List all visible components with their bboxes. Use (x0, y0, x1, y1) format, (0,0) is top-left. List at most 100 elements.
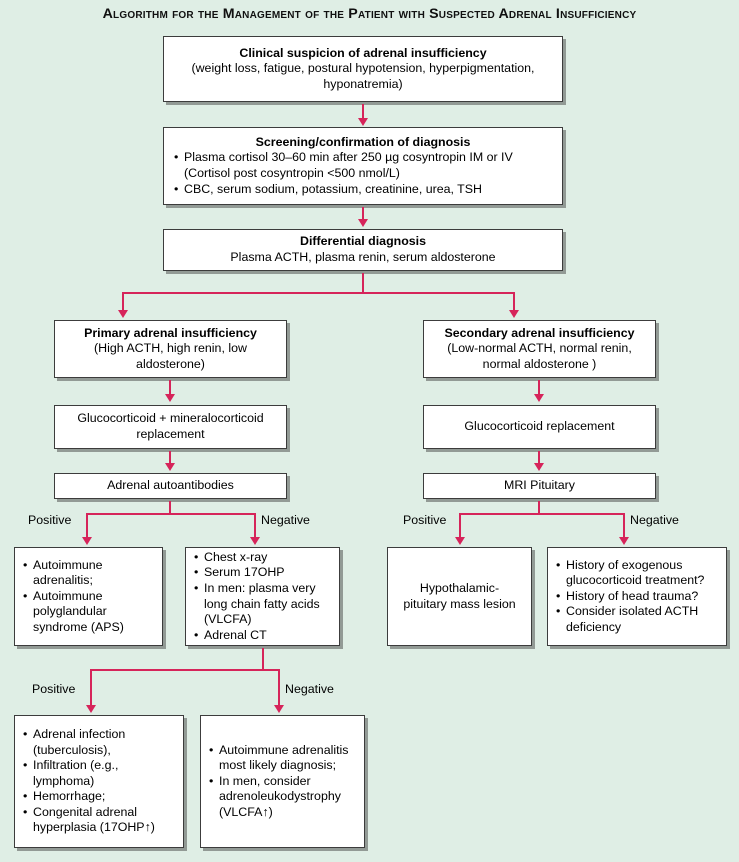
clinical-suspicion-line3: hyponatremia) (323, 76, 403, 91)
list-item: Hemorrhage; (23, 789, 175, 805)
adrenal-infection-bullet-3: Hemorrhage; (33, 789, 106, 804)
primary-ai-heading: Primary adrenal insufficiency (84, 325, 257, 340)
adrenal-infection-bullet-1: Adrenal infection (tuberculosis), (33, 726, 126, 757)
chest-xray-bullet-2: Serum 17OHP (204, 565, 285, 580)
arrowhead-autoantibodies-positive (82, 537, 92, 545)
primary-ai-line2: (High ACTH, high renin, low (94, 341, 247, 356)
exogenous-bullet-2: History of head trauma? (566, 588, 699, 603)
arrowhead-primary-ai (118, 310, 128, 318)
node-autoimmune-adrenalitis-aps: Autoimmune adrenalitis; Autoimmune polyg… (14, 547, 163, 646)
list-item: Serum 17OHP (194, 565, 331, 581)
adrenal-infection-bullet-2: Infiltration (e.g., lymphoma) (33, 758, 119, 788)
node-glucocorticoid-mineralocorticoid-replacement: Glucocorticoid + mineralocorticoid repla… (54, 405, 287, 449)
list-item: History of exogenous glucocorticoid trea… (556, 558, 718, 589)
arrowhead-secondary-ai (509, 310, 519, 318)
autoimmune-likely-bullet-1: Autoimmune adrenalitis most likely diagn… (219, 742, 349, 773)
connector-workup-positive (90, 669, 92, 707)
chest-xray-bullet-3: In men: plasma very long chain fatty aci… (204, 580, 320, 627)
connector-suspicion-to-screening (362, 104, 364, 120)
connector-workup-crossbar (90, 669, 280, 671)
node-mri-pituitary: MRI Pituitary (423, 473, 656, 499)
connector-autoantibodies-stem (169, 501, 171, 514)
adrenal-autoantibodies-label: Adrenal autoantibodies (107, 478, 234, 493)
autoimmune-likely-bullets: Autoimmune adrenalitis most likely diagn… (209, 743, 356, 821)
label-autoantibodies-positive: Positive (28, 513, 72, 527)
secondary-ai-heading: Secondary adrenal insufficiency (444, 325, 635, 340)
connector-workup-stem (262, 648, 264, 670)
node-chest-xray-workup: Chest x-ray Serum 17OHP In men: plasma v… (185, 547, 340, 646)
connector-mri-stem (538, 501, 540, 514)
list-item: Adrenal infection (tuberculosis), (23, 727, 175, 758)
arrowhead-mri-positive (455, 537, 465, 545)
exogenous-bullet-1: History of exogenous glucocorticoid trea… (566, 557, 705, 588)
list-item: Congenital adrenal hyperplasia (17OHP↑) (23, 805, 175, 836)
primary-ai-line3: aldosterone) (136, 356, 205, 371)
list-item: Infiltration (e.g., lymphoma) (23, 758, 175, 789)
adrenal-infection-bullets: Adrenal infection (tuberculosis), Infilt… (23, 727, 175, 836)
arrowhead-autoantibodies-negative (250, 537, 260, 545)
screening-heading: Screening/confirmation of diagnosis (255, 134, 471, 149)
differential-line2: Plasma ACTH, plasma renin, serum aldoste… (230, 250, 496, 264)
arrowhead-gc-replacement (534, 394, 544, 402)
connector-to-primary (122, 292, 124, 312)
mri-pituitary-label: MRI Pituitary (504, 478, 575, 493)
clinical-suspicion-line2: (weight loss, fatigue, postural hypotens… (191, 61, 535, 76)
list-item: Consider isolated ACTH deficiency (556, 604, 718, 635)
arrowhead-mri-pituitary (534, 463, 544, 471)
autoimmune-bullet-1: Autoimmune adrenalitis; (33, 557, 103, 588)
label-workup-negative: Negative (285, 682, 334, 696)
connector-mri-crossbar (459, 513, 625, 515)
exogenous-bullet-3: Consider isolated ACTH deficiency (566, 604, 699, 634)
adrenal-infection-bullet-4: Congenital adrenal hyperplasia (17OHP↑) (33, 804, 155, 835)
label-autoantibodies-negative: Negative (261, 513, 310, 527)
connector-mri-positive (459, 513, 461, 539)
node-screening: Screening/confirmation of diagnosis Plas… (163, 127, 563, 205)
list-item: CBC, serum sodium, potassium, creatinine… (174, 182, 552, 198)
list-item: Autoimmune adrenalitis most likely diagn… (209, 743, 356, 774)
secondary-ai-line3: normal aldosterone ) (482, 356, 597, 371)
list-item: In men, consider adrenoleukodystrophy (V… (209, 774, 356, 821)
node-primary-adrenal-insufficiency: Primary adrenal insufficiency (High ACTH… (54, 320, 287, 378)
arrowhead-gc-mc-replacement (165, 394, 175, 402)
list-item: Adrenal CT (194, 628, 331, 644)
connector-mri-negative (623, 513, 625, 539)
arrowhead-workup-positive (86, 705, 96, 713)
hypothalamic-line1: Hypothalamic- (419, 580, 500, 595)
arrowhead-adrenal-autoantibodies (165, 463, 175, 471)
connector-differential-stem (362, 273, 364, 293)
arrowhead-workup-negative (274, 705, 284, 713)
hypothalamic-line2: pituitary mass lesion (403, 596, 516, 611)
connector-differential-crossbar-right (362, 292, 515, 294)
connector-replacement-to-autoantibodies (169, 451, 171, 465)
list-item: Autoimmune adrenalitis; (23, 558, 154, 589)
label-mri-negative: Negative (630, 513, 679, 527)
arrowhead-screening (358, 118, 368, 126)
connector-primary-to-replacement (169, 380, 171, 396)
autoimmune-adrenalitis-bullets: Autoimmune adrenalitis; Autoimmune polyg… (23, 558, 154, 636)
list-item: Plasma cortisol 30–60 min after 250 µg c… (174, 150, 552, 181)
node-autoimmune-most-likely: Autoimmune adrenalitis most likely diagn… (200, 715, 365, 848)
screening-bullet-1: Plasma cortisol 30–60 min after 250 µg c… (184, 150, 513, 165)
differential-heading: Differential diagnosis (300, 234, 426, 249)
list-item: Chest x-ray (194, 550, 331, 566)
screening-bullet-1-cont: (Cortisol post cosyntropin <500 nmol/L) (184, 166, 400, 180)
label-workup-positive: Positive (32, 682, 76, 696)
node-secondary-adrenal-insufficiency: Secondary adrenal insufficiency (Low-nor… (423, 320, 656, 378)
node-exogenous-history: History of exogenous glucocorticoid trea… (547, 547, 727, 646)
arrowhead-mri-negative (619, 537, 629, 545)
gc-mc-line1: Glucocorticoid + mineralocorticoid (77, 411, 264, 426)
connector-workup-negative (278, 669, 280, 707)
connector-replacement-to-mri (538, 451, 540, 465)
label-mri-positive: Positive (403, 513, 447, 527)
list-item: History of head trauma? (556, 589, 718, 605)
chest-xray-bullet-4: Adrenal CT (204, 627, 267, 642)
node-adrenal-autoantibodies: Adrenal autoantibodies (54, 473, 287, 499)
list-item: Autoimmune polyglandular syndrome (APS) (23, 589, 154, 636)
exogenous-history-bullets: History of exogenous glucocorticoid trea… (556, 558, 718, 636)
autoimmune-bullet-2: Autoimmune polyglandular syndrome (APS) (33, 588, 124, 634)
autoimmune-likely-bullet-2: In men, consider adrenoleukodystrophy (V… (219, 773, 341, 819)
chest-xray-bullet-1: Chest x-ray (204, 549, 268, 564)
clinical-suspicion-heading: Clinical suspicion of adrenal insufficie… (239, 45, 487, 60)
node-differential-diagnosis: Differential diagnosis Plasma ACTH, plas… (163, 229, 563, 271)
